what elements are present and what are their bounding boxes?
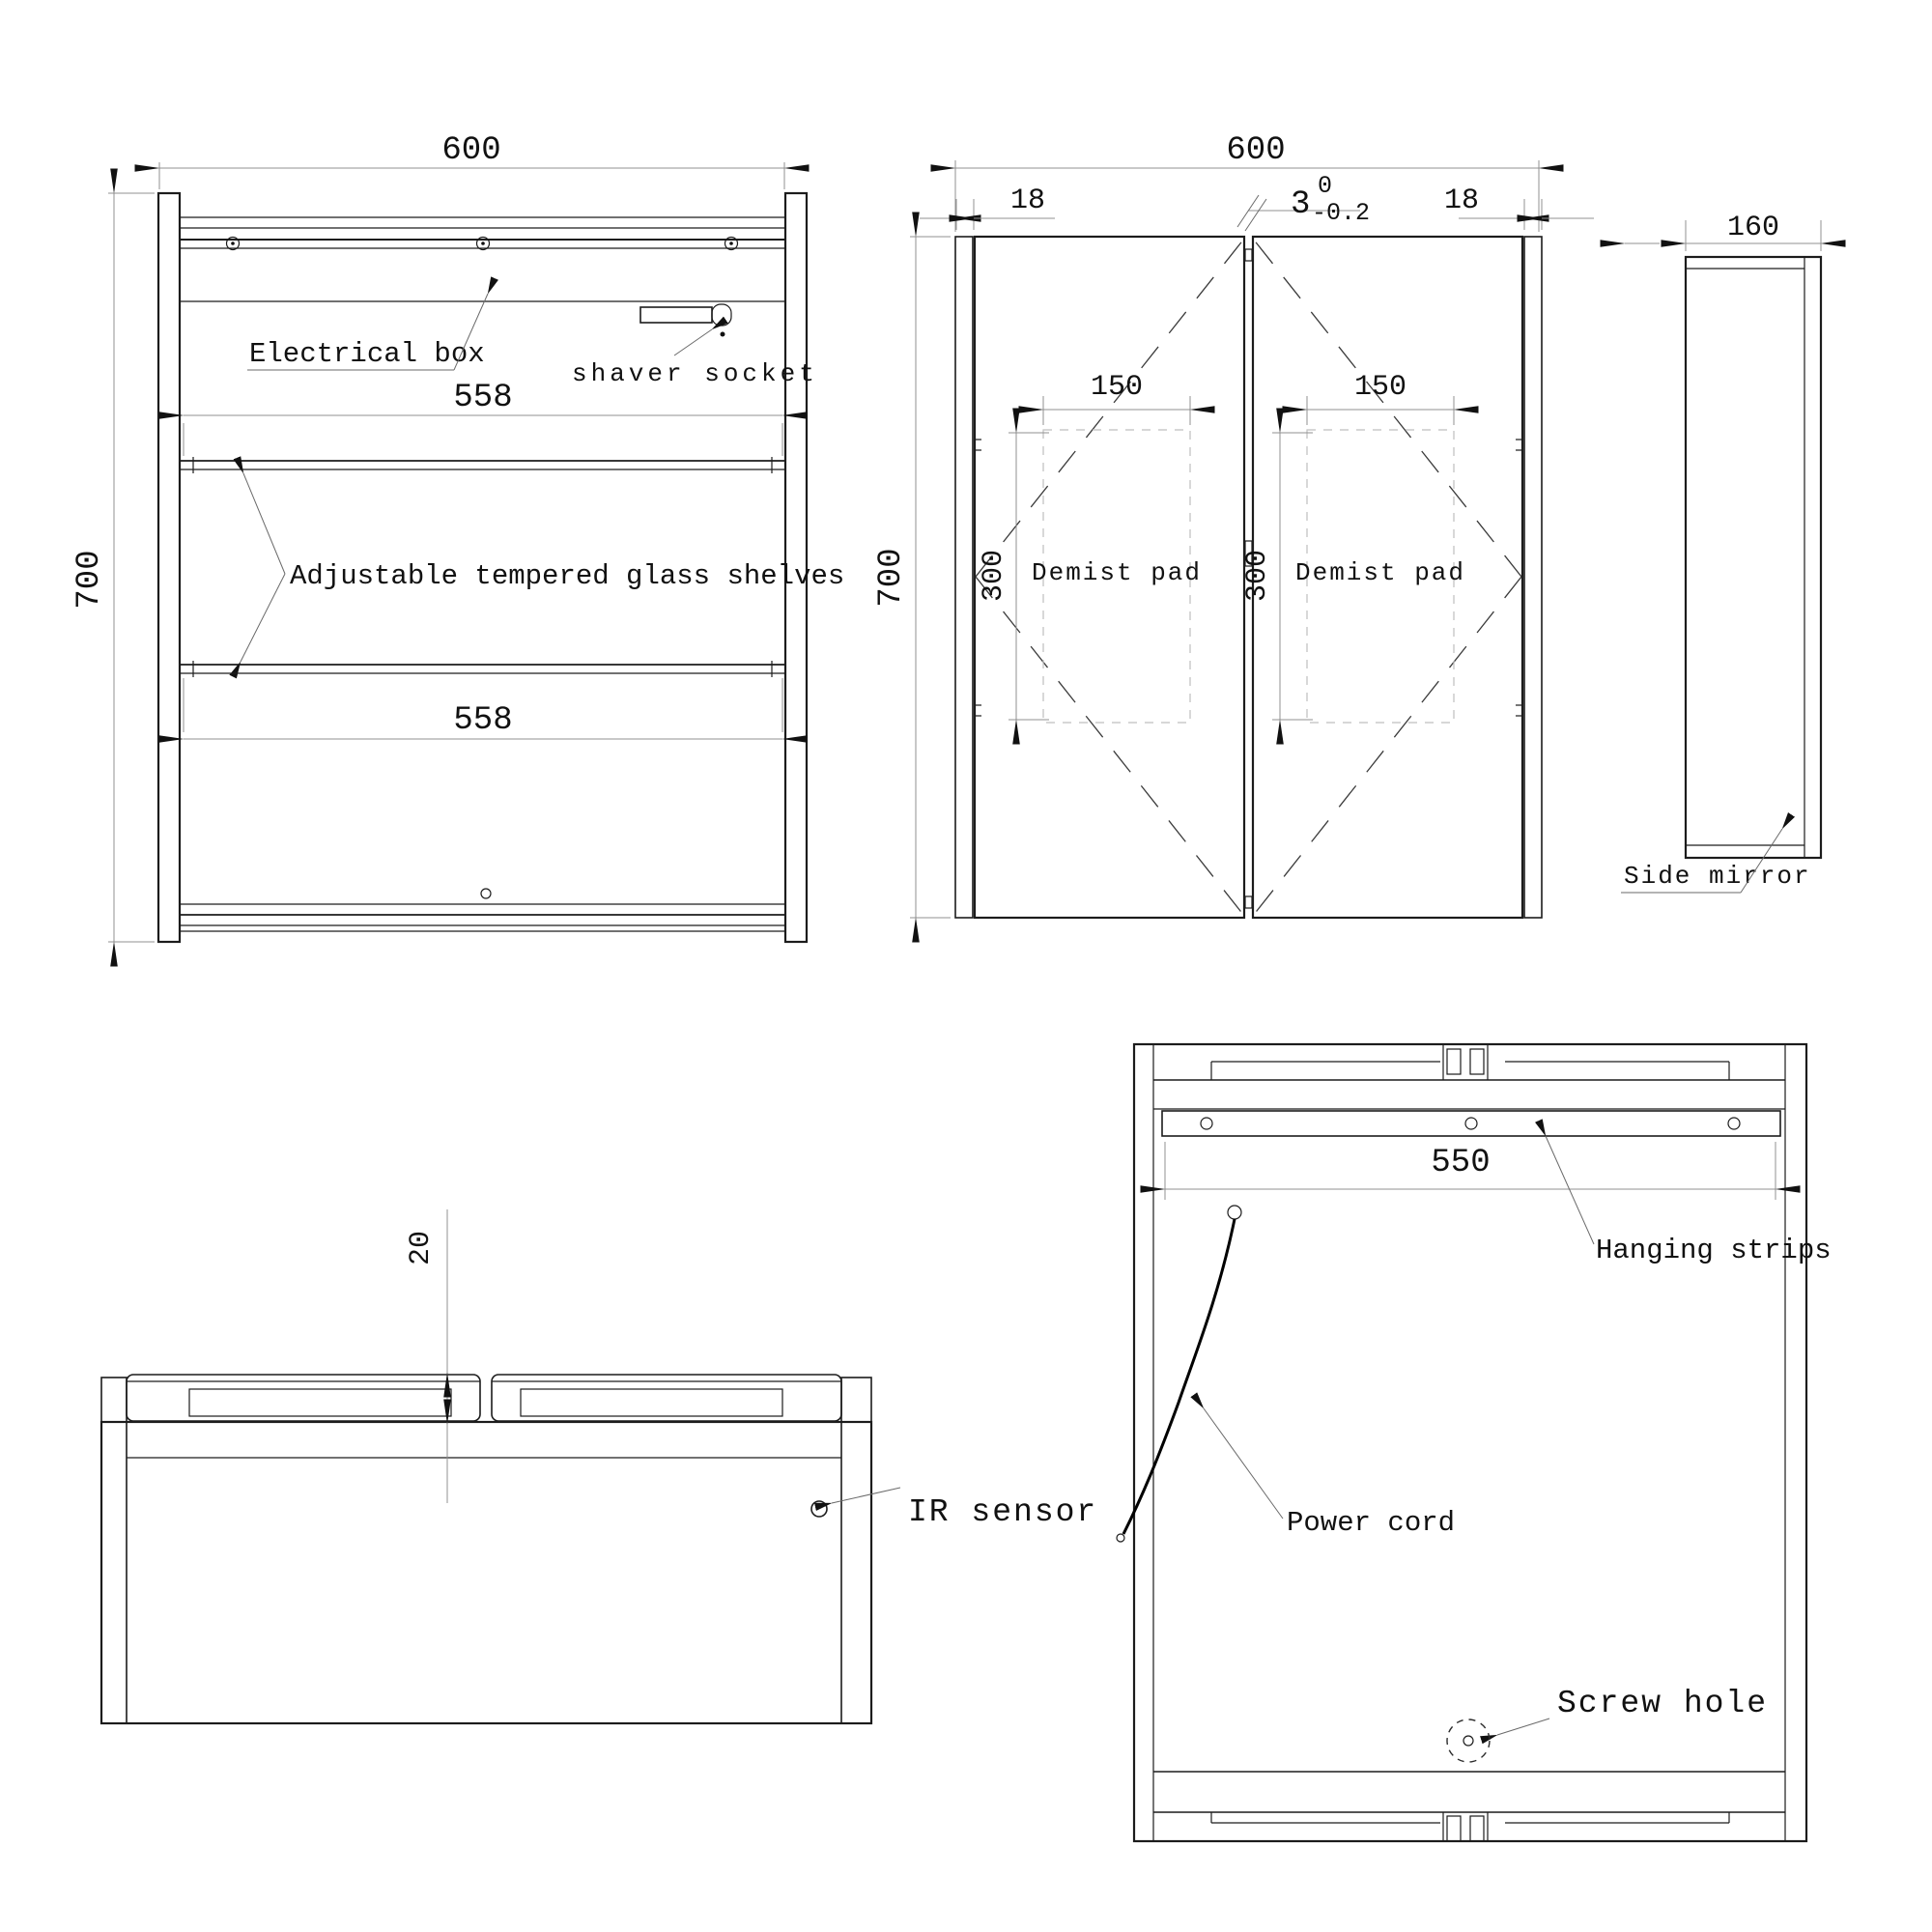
doors-height-dim-text: 700 xyxy=(873,548,910,607)
side-mirror-label: Side mirror xyxy=(1624,862,1811,891)
back-view: 550 Hanging strips Power cord Screw hole xyxy=(1116,1042,1832,1843)
plan-left-cap xyxy=(100,1377,128,1724)
side-mirror-callout: Side mirror xyxy=(1621,812,1811,894)
door-edge-dim-right-text: 18 xyxy=(1444,185,1479,217)
power-cord xyxy=(1116,1205,1242,1543)
shelf-width-dim-upper-text: 558 xyxy=(453,380,512,416)
demist-pad-left-height-text: 300 xyxy=(978,550,1010,602)
shelf-width-dimension-lower: 558 xyxy=(158,678,808,743)
ir-sensor-callout: IR sensor xyxy=(810,1487,1097,1530)
right-edge-strip xyxy=(1523,236,1543,919)
gap-dim-lower-tol-text: -0.2 xyxy=(1312,199,1370,227)
doors-width-dimension: 600 xyxy=(930,132,1564,232)
side-body-details xyxy=(1686,257,1805,858)
side-depth-dim-text: 160 xyxy=(1727,212,1779,244)
door-thickness-dim-text: 20 xyxy=(405,1231,438,1265)
hanging-strips-label: Hanging strips xyxy=(1596,1235,1832,1266)
demist-pad-right: Demist pad 150 300 xyxy=(1241,371,1479,745)
door-swing-lines xyxy=(975,238,1522,917)
front-height-dim-text: 700 xyxy=(71,550,108,609)
glass-shelf-upper xyxy=(180,457,785,473)
front-internal-view: 600 700 xyxy=(71,132,844,967)
front-width-dimension: 600 xyxy=(134,132,810,189)
top-rails xyxy=(180,216,785,302)
gap-dim-value-text: 3 xyxy=(1291,186,1310,223)
screw-hole-label: Screw hole xyxy=(1557,1686,1768,1721)
right-post xyxy=(783,191,809,944)
bottom-rails xyxy=(180,903,785,932)
gap-dim-upper-tol-text: 0 xyxy=(1318,172,1332,200)
side-view: 160 Side mirror xyxy=(1600,212,1846,894)
side-body xyxy=(1684,255,1823,860)
demist-pad-left-width-text: 150 xyxy=(1091,371,1143,404)
front-width-dim-text: 600 xyxy=(441,132,500,169)
shaver-socket-callout: shaver socket xyxy=(572,316,818,388)
front-doors-view: 600 18 3 0 -0.2 18 xyxy=(873,132,1594,943)
shaver-socket-label: shaver socket xyxy=(572,359,818,388)
mirror-door-left xyxy=(973,235,1246,920)
plan-door-right xyxy=(491,1374,842,1422)
glass-shelf-lower xyxy=(180,661,785,677)
rail-screws xyxy=(225,236,739,251)
plan-body xyxy=(99,1420,873,1725)
ir-sensor-hole xyxy=(810,1500,828,1518)
plan-right-cap xyxy=(840,1377,872,1724)
bottom-hole xyxy=(480,888,492,899)
strip-length-dimension: 550 xyxy=(1140,1142,1801,1200)
doors-height-dimension: 700 xyxy=(873,212,951,943)
screw-hole-circle xyxy=(1446,1719,1491,1763)
demist-pad-left-label: Demist pad xyxy=(1032,558,1202,587)
demist-pad-left: Demist pad 150 300 xyxy=(978,371,1215,745)
screw-hole-callout: Screw hole xyxy=(1446,1686,1768,1763)
strip-length-dim-text: 550 xyxy=(1431,1145,1490,1181)
center-gap-marks xyxy=(1244,248,1253,909)
shelves-label: Adjustable tempered glass shelves xyxy=(290,560,844,592)
demist-pad-right-width-text: 150 xyxy=(1354,371,1406,404)
left-post xyxy=(156,191,182,944)
hanging-strips-callout: Hanging strips xyxy=(1535,1119,1832,1266)
power-cord-callout: Power cord xyxy=(1190,1392,1455,1539)
electrical-box-callout: Electrical box xyxy=(247,276,498,371)
shaver-socket xyxy=(639,303,732,337)
mirror-door-right xyxy=(1251,235,1524,920)
ir-sensor-label: IR sensor xyxy=(908,1494,1097,1530)
demist-pad-right-height-text: 300 xyxy=(1241,550,1274,602)
front-height-dimension: 700 xyxy=(71,168,155,967)
screw-hole-center xyxy=(1463,1735,1474,1747)
back-bottom-band xyxy=(1153,1771,1785,1842)
side-depth-dimension: 160 xyxy=(1600,212,1846,251)
door-edge-dimension-right: 18 xyxy=(1444,185,1594,230)
back-side-walls xyxy=(1152,1044,1786,1841)
electrical-box-label: Electrical box xyxy=(249,338,485,370)
shelf-width-dim-lower-text: 558 xyxy=(453,702,512,739)
door-thickness-dimension: 20 xyxy=(405,1209,451,1503)
power-cord-label: Power cord xyxy=(1287,1507,1455,1539)
door-edge-dim-left-text: 18 xyxy=(1010,185,1045,217)
door-edge-dimension-left: 18 xyxy=(920,185,1055,230)
top-plan-view: 20 IR sensor xyxy=(99,1209,1097,1725)
shelves-callout: Adjustable tempered glass shelves xyxy=(229,456,844,679)
plan-door-left xyxy=(126,1374,481,1422)
hanging-strip xyxy=(1153,1108,1785,1137)
left-edge-strip xyxy=(954,236,974,919)
demist-pad-right-label: Demist pad xyxy=(1295,558,1465,587)
shelf-width-dimension-upper: 558 xyxy=(158,380,808,456)
doors-width-dim-text: 600 xyxy=(1226,132,1285,169)
door-gap-dimension: 3 0 -0.2 xyxy=(1236,172,1370,232)
back-top-band xyxy=(1153,1044,1785,1081)
hinge-marks xyxy=(975,439,1522,717)
